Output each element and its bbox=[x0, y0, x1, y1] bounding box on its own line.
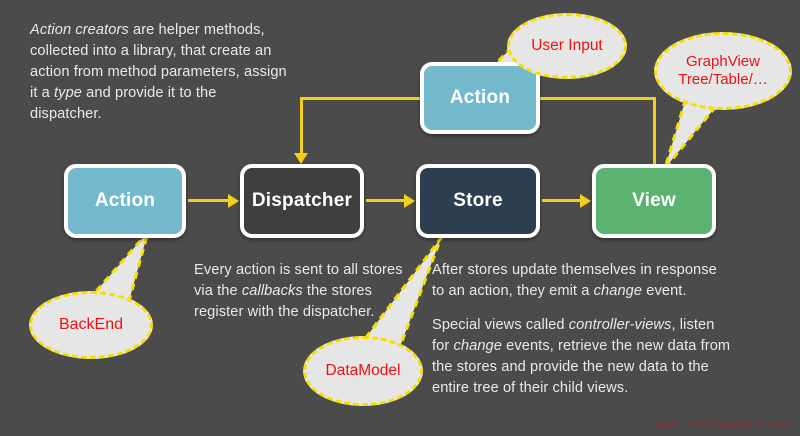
edge-dispatcher-to-store-line bbox=[366, 199, 404, 202]
callout-graphview-label: GraphView Tree/Table/… bbox=[678, 53, 767, 89]
edge-action-to-dispatcher-line bbox=[188, 199, 228, 202]
edge-store-to-view-arrowhead bbox=[580, 194, 591, 208]
callout-backend[interactable]: BackEnd bbox=[29, 291, 153, 359]
edge-action-to-dispatcher-arrowhead bbox=[228, 194, 239, 208]
edge-dispatcher-to-store-arrowhead bbox=[404, 194, 415, 208]
edge-store-to-view-line bbox=[542, 199, 580, 202]
node-dispatcher[interactable]: Dispatcher bbox=[240, 164, 364, 238]
store-explanation-paragraph: After stores update themselves in respon… bbox=[432, 262, 717, 299]
callout-datamodel-label: DataModel bbox=[325, 362, 401, 379]
node-action-left[interactable]: Action bbox=[64, 164, 186, 238]
edge-action-to-dispatcher-down-riser bbox=[300, 97, 303, 155]
node-action-top-label: Action bbox=[449, 87, 511, 108]
node-store-label: Store bbox=[453, 190, 503, 211]
callout-user-input-label: User Input bbox=[531, 37, 603, 54]
node-view[interactable]: View bbox=[592, 164, 716, 238]
callout-backend-label: BackEnd bbox=[58, 316, 124, 333]
edge-action-to-dispatcher-top-arrowhead bbox=[294, 153, 308, 164]
node-dispatcher-label: Dispatcher bbox=[251, 190, 353, 211]
edge-view-to-action-riser bbox=[653, 97, 656, 167]
dispatcher-explanation-paragraph: Every action is sent to all stores via t… bbox=[194, 262, 403, 320]
node-store[interactable]: Store bbox=[416, 164, 540, 238]
callout-graphview[interactable]: GraphView Tree/Table/… bbox=[654, 32, 792, 110]
watermark: www.lanlanwork.com bbox=[655, 420, 792, 432]
intro-paragraph: Action creators are helper methods, coll… bbox=[30, 22, 287, 122]
callout-user-input[interactable]: User Input bbox=[507, 13, 627, 79]
views-explanation-paragraph: Special views called controller-views, l… bbox=[432, 317, 731, 396]
edge-action-to-dispatcher-top-line bbox=[300, 97, 422, 100]
node-action-top[interactable]: Action bbox=[420, 62, 540, 134]
edge-view-to-action-line bbox=[538, 97, 656, 100]
node-view-label: View bbox=[632, 190, 676, 211]
callout-datamodel[interactable]: DataModel bbox=[303, 336, 423, 406]
node-action-left-label: Action bbox=[94, 190, 156, 211]
callout-graphview-line1: GraphView bbox=[686, 53, 760, 70]
callout-graphview-line2: Tree/Table/… bbox=[678, 71, 768, 88]
